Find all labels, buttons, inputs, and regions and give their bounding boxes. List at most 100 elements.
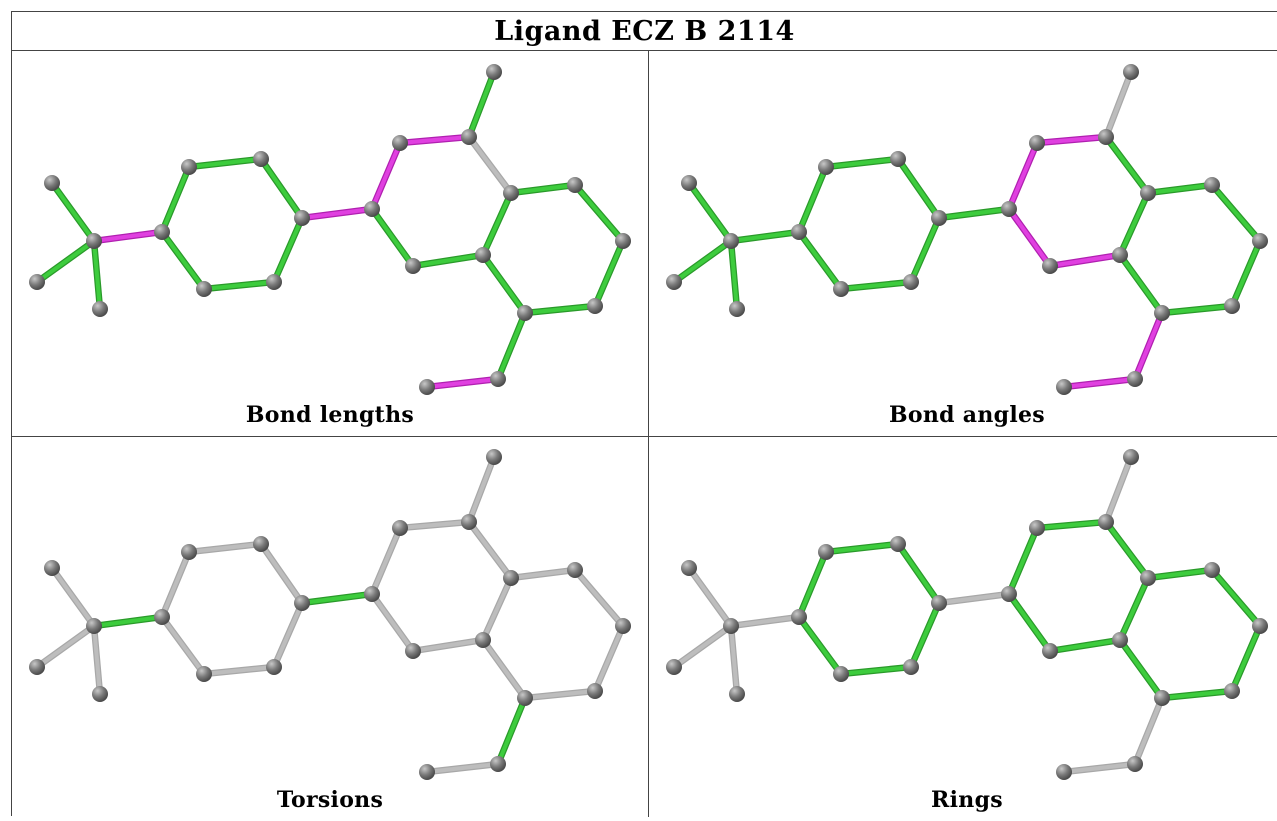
atom [729, 686, 745, 702]
atom [392, 520, 408, 536]
bond [50, 566, 96, 628]
atom [154, 224, 170, 240]
bond [481, 638, 527, 700]
bond [1133, 696, 1164, 766]
atom [181, 544, 197, 560]
atom [86, 233, 102, 249]
atom [567, 177, 583, 193]
bond [909, 601, 941, 669]
bond [1007, 526, 1039, 596]
molecule-diagram-bond-angles [666, 64, 1268, 395]
bond [496, 696, 527, 766]
bond [160, 165, 191, 234]
bond [593, 624, 625, 693]
bond [1048, 253, 1122, 268]
bond [1104, 135, 1150, 195]
bond [839, 665, 913, 676]
bond [1160, 689, 1234, 700]
atom [1140, 185, 1156, 201]
figure-title: Ligand ECZ B 2114 [494, 15, 795, 47]
atom [517, 690, 533, 706]
bond [1118, 576, 1150, 642]
bond [1118, 638, 1164, 700]
atom [253, 536, 269, 552]
bond [593, 239, 625, 308]
atom [1042, 643, 1058, 659]
bond [425, 762, 500, 774]
bond [370, 141, 402, 211]
atom [791, 224, 807, 240]
bond [672, 239, 733, 284]
bond [687, 181, 733, 243]
bond [1160, 304, 1234, 315]
atom [86, 618, 102, 634]
bond [160, 550, 191, 619]
atom [44, 560, 60, 576]
atom [461, 129, 477, 145]
atom [1056, 764, 1072, 780]
atom [419, 379, 435, 395]
bond [202, 665, 276, 676]
bond [523, 689, 597, 700]
bond [398, 520, 471, 530]
atom [1123, 449, 1139, 465]
atom [1140, 570, 1156, 586]
bond [467, 455, 496, 524]
atom [364, 586, 380, 602]
atom [791, 609, 807, 625]
bond [937, 592, 1011, 605]
atom [615, 618, 631, 634]
atom [1252, 233, 1268, 249]
atom [29, 274, 45, 290]
panel-caption: Bond angles [889, 402, 1045, 428]
atom [1001, 201, 1017, 217]
bond [411, 638, 485, 653]
bond [729, 230, 801, 243]
atom [503, 185, 519, 201]
bond [573, 568, 625, 628]
bond [1007, 592, 1052, 653]
bond [35, 624, 96, 669]
bond [1104, 70, 1133, 139]
atom [615, 233, 631, 249]
atom [1029, 135, 1045, 151]
molecule-diagram-torsions [29, 449, 631, 780]
atom [818, 159, 834, 175]
bond [1210, 183, 1262, 243]
grid-divider-horizontal [12, 436, 1277, 437]
bond [1062, 762, 1137, 774]
bond [35, 239, 96, 284]
atom [890, 536, 906, 552]
atom [503, 570, 519, 586]
atom [903, 659, 919, 675]
bond [1210, 568, 1262, 628]
bond [909, 216, 941, 284]
bond [467, 70, 496, 139]
bond [1118, 253, 1164, 315]
atom [1127, 371, 1143, 387]
atom [931, 210, 947, 226]
panel-torsions: Torsions [12, 436, 648, 821]
panel-bond-angles: Bond angles [649, 51, 1277, 436]
atom [154, 609, 170, 625]
atom [1123, 64, 1139, 80]
grid-divider-vertical [648, 51, 649, 817]
bond [573, 183, 625, 243]
atom [1042, 258, 1058, 274]
atom [196, 666, 212, 682]
atom [587, 298, 603, 314]
bond [687, 566, 733, 628]
atom [681, 175, 697, 191]
bond [92, 230, 164, 243]
bond [370, 207, 415, 268]
bond [1104, 455, 1133, 524]
atom [1112, 247, 1128, 263]
atom [1204, 562, 1220, 578]
atom [490, 756, 506, 772]
bond [797, 550, 828, 619]
atom [681, 560, 697, 576]
bond [259, 542, 304, 605]
bond [797, 230, 843, 291]
atom [29, 659, 45, 675]
atom [1252, 618, 1268, 634]
